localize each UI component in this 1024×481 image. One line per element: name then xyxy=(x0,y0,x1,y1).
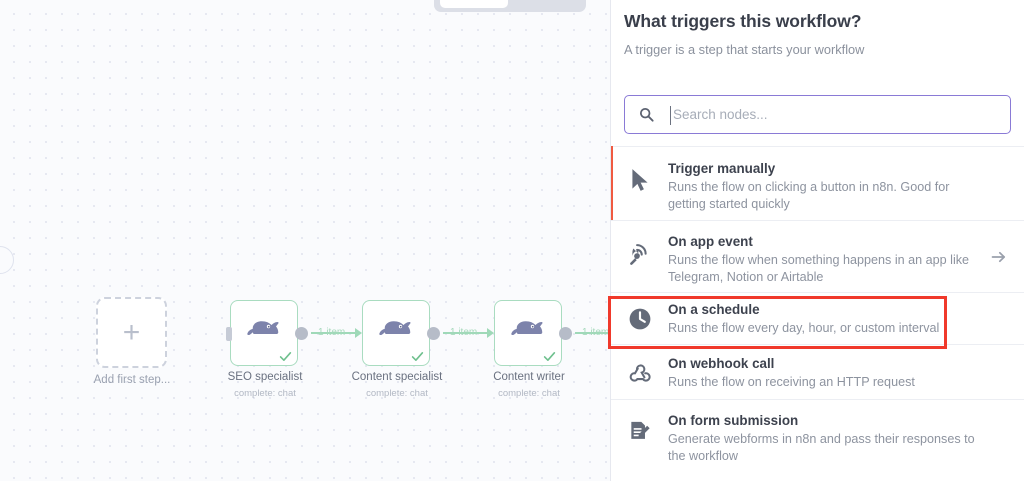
arrow-right-icon[interactable] xyxy=(991,249,1007,265)
ollama-whale-icon xyxy=(247,321,279,336)
node-input-port[interactable] xyxy=(226,327,232,341)
workflow-canvas[interactable]: + Add first step... SEO specialist compl… xyxy=(0,0,610,481)
trigger-item-trigger-manually[interactable]: Trigger manually Runs the flow on clicki… xyxy=(611,146,1024,221)
node-output-port[interactable] xyxy=(427,327,440,340)
trigger-item-description: Runs the flow on receiving an HTTP reque… xyxy=(668,375,915,390)
clock-icon xyxy=(629,308,651,330)
connector-line-2[interactable] xyxy=(443,332,489,334)
add-first-step-label: Add first step... xyxy=(93,374,171,386)
satellite-dish-icon xyxy=(630,244,647,265)
webhook-icon xyxy=(629,364,651,382)
connector-line-3[interactable] xyxy=(575,332,610,334)
connector-label-2: 1 item xyxy=(450,327,478,338)
search-caret xyxy=(670,106,671,125)
connector-label-1: 1 item xyxy=(318,327,346,338)
node-output-port[interactable] xyxy=(559,327,572,340)
check-icon xyxy=(411,352,424,361)
trigger-item-title: On a schedule xyxy=(668,302,760,317)
check-icon xyxy=(543,352,556,361)
trigger-item-title: On webhook call xyxy=(668,356,775,371)
node-subtitle: complete: chat xyxy=(366,388,428,399)
panel-title: What triggers this workflow? xyxy=(624,11,862,31)
ollama-whale-icon xyxy=(511,321,543,336)
node-title: SEO specialist xyxy=(227,371,303,383)
ollama-whale-icon xyxy=(379,321,411,336)
trigger-item-on-app-event[interactable]: On app event Runs the flow when somethin… xyxy=(611,220,1024,292)
search-icon xyxy=(639,107,654,122)
trigger-item-description: Generate webforms in n8n and pass their … xyxy=(668,432,975,464)
trigger-item-title: On form submission xyxy=(668,413,799,428)
canvas-left-edge-arc xyxy=(0,246,14,274)
workflow-node-content-writer[interactable]: Content writer complete: chat xyxy=(493,300,572,399)
active-accent-bar xyxy=(611,146,613,221)
cursor-arrow-icon xyxy=(632,169,648,191)
add-first-step-button[interactable]: + xyxy=(96,297,167,368)
search-placeholder: Search nodes... xyxy=(673,107,768,122)
plus-icon: + xyxy=(122,315,141,349)
trigger-item-title: On app event xyxy=(668,234,753,249)
node-subtitle: complete: chat xyxy=(234,388,296,399)
workflow-node-content-specialist[interactable]: Content specialist complete: chat xyxy=(352,300,442,399)
connector-arrow-1 xyxy=(355,328,362,338)
trigger-item-description: Runs the flow every day, hour, or custom… xyxy=(668,321,940,336)
trigger-list: Trigger manually Runs the flow on clicki… xyxy=(611,146,1024,473)
node-title: Content writer xyxy=(493,371,565,383)
search-input[interactable]: Search nodes... xyxy=(624,95,1011,134)
trigger-item-on-form-submission[interactable]: On form submission Generate webforms in … xyxy=(611,399,1024,473)
panel-subtitle: A trigger is a step that starts your wor… xyxy=(624,42,865,57)
form-edit-icon xyxy=(631,421,650,439)
trigger-item-on-a-schedule[interactable]: On a schedule Runs the flow every day, h… xyxy=(611,292,1024,344)
trigger-item-description: Runs the flow when something happens in … xyxy=(668,253,970,285)
connector-arrow-2 xyxy=(487,328,494,338)
canvas-top-toolbar-partial[interactable] xyxy=(434,0,586,12)
node-subtitle: complete: chat xyxy=(498,388,560,399)
trigger-item-description: Runs the flow on clicking a button in n8… xyxy=(668,180,950,212)
node-title: Content specialist xyxy=(351,371,443,383)
trigger-item-on-webhook-call[interactable]: On webhook call Runs the flow on receivi… xyxy=(611,344,1024,399)
node-output-port[interactable] xyxy=(295,327,308,340)
trigger-item-title: Trigger manually xyxy=(668,161,776,176)
workflow-node-seo-specialist[interactable]: SEO specialist complete: chat xyxy=(226,300,308,399)
check-icon xyxy=(279,352,292,361)
connector-label-3: 1 item xyxy=(582,327,610,338)
connector-line-1[interactable] xyxy=(311,332,357,334)
trigger-picker-panel: What triggers this workflow? A trigger i… xyxy=(610,0,1024,481)
canvas-top-toolbar-active-segment[interactable] xyxy=(440,0,508,8)
